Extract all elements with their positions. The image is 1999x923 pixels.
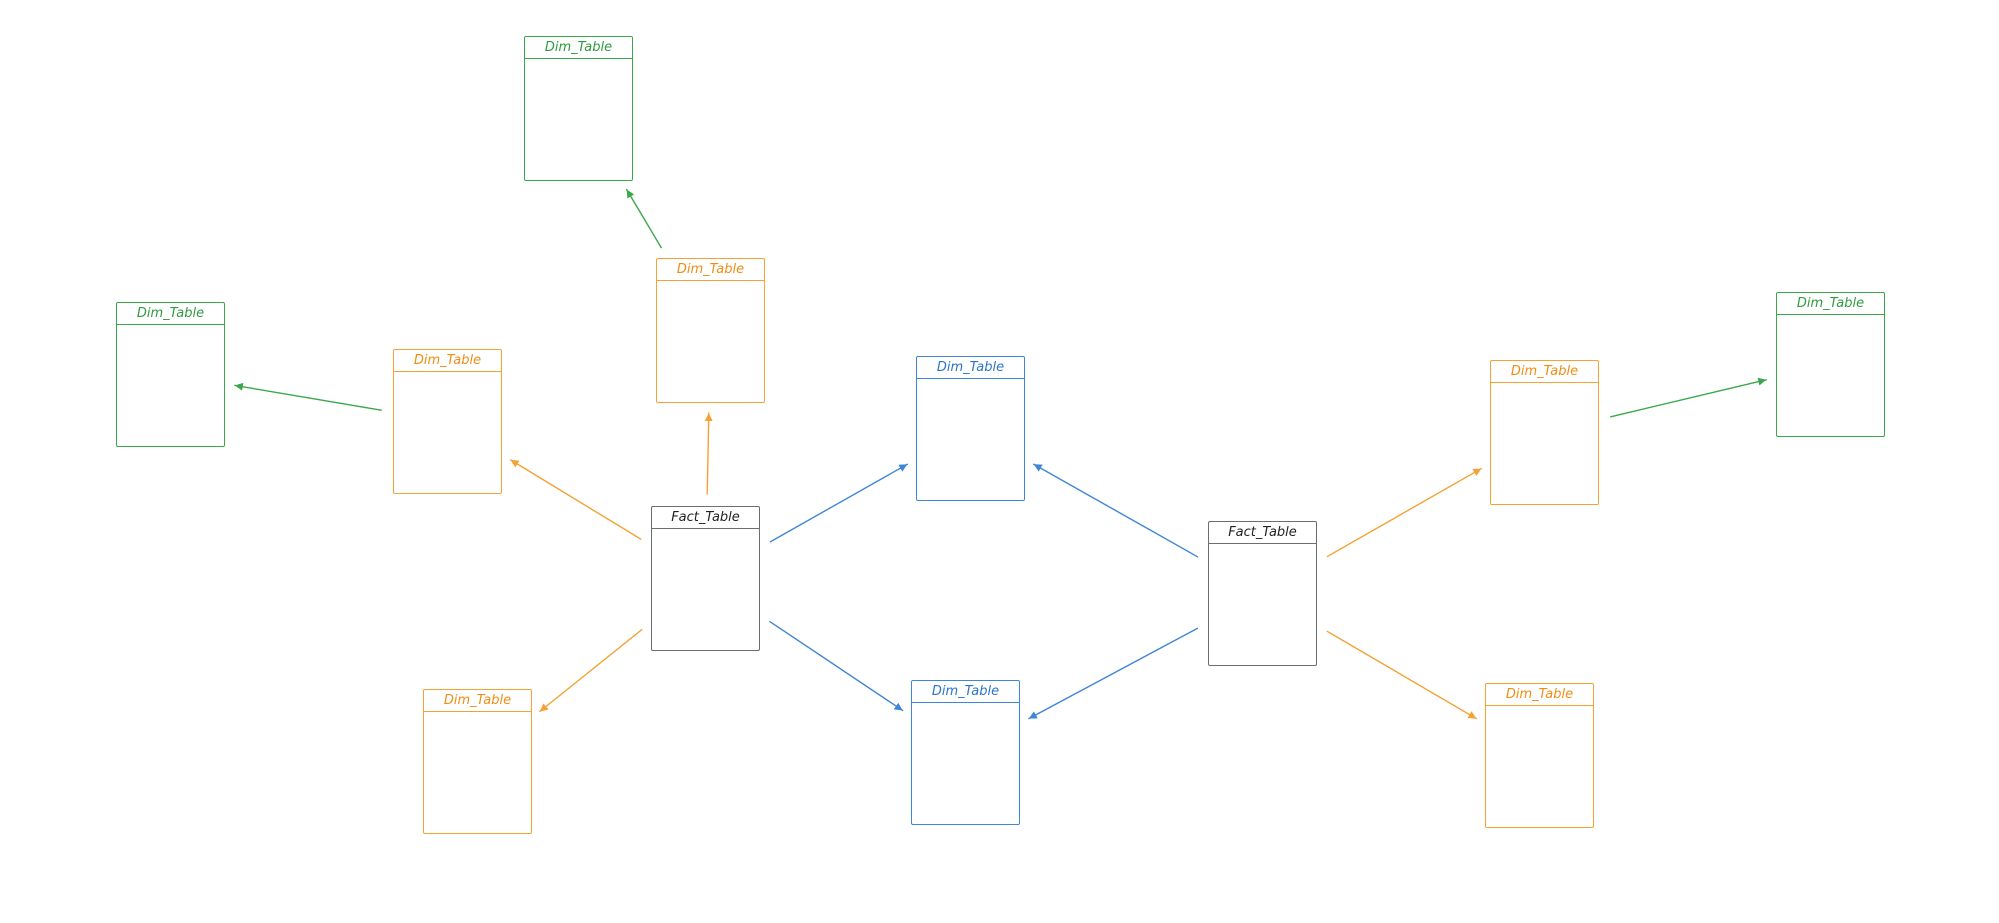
relation-arrow-t7-to-t5[interactable] [1033,463,1199,558]
dim-table-left-orange[interactable]: Dim_Table [393,349,502,494]
dim-table-center-blue-bottom[interactable]: Dim_Table [911,680,1020,825]
table-title: Dim_Table [394,350,501,372]
relation-arrow-t6-to-t11[interactable] [769,620,904,712]
relation-arrow-t7-to-t8[interactable] [1326,467,1483,558]
table-title: Dim_Table [525,37,632,59]
table-title: Dim_Table [657,259,764,281]
table-title: Dim_Table [424,690,531,712]
table-title: Fact_Table [1209,522,1316,544]
dim-table-left-green[interactable]: Dim_Table [116,302,225,447]
relation-arrow-t6-to-t4[interactable] [509,459,642,540]
table-title: Dim_Table [1777,293,1884,315]
dim-table-right-green[interactable]: Dim_Table [1776,292,1885,437]
dim-table-bottom-left-orange[interactable]: Dim_Table [423,689,532,834]
relation-arrow-t6-to-t2[interactable] [704,412,713,495]
relation-arrow-t4-to-t3[interactable] [234,382,382,411]
relation-arrow-t8-to-t9[interactable] [1609,377,1767,418]
table-title: Dim_Table [912,681,1019,703]
dim-table-upper-orange[interactable]: Dim_Table [656,258,765,403]
dim-table-right-orange-top[interactable]: Dim_Table [1490,360,1599,505]
dim-table-bottom-right-orange[interactable]: Dim_Table [1485,683,1594,828]
table-title: Dim_Table [117,303,224,325]
table-title: Dim_Table [1486,684,1593,706]
table-title: Dim_Table [917,357,1024,379]
relation-arrow-t7-to-t12[interactable] [1326,630,1478,720]
relation-arrow-t7-to-t11[interactable] [1028,627,1199,720]
relation-arrow-t6-to-t10[interactable] [539,629,643,713]
dim-table-center-blue-top[interactable]: Dim_Table [916,356,1025,501]
dim-table-top-green[interactable]: Dim_Table [524,36,633,181]
fact-table-left[interactable]: Fact_Table [651,506,760,651]
fact-table-right[interactable]: Fact_Table [1208,521,1317,666]
table-title: Dim_Table [1491,361,1598,383]
table-title: Fact_Table [652,507,759,529]
relation-arrow-t6-to-t5[interactable] [769,463,908,543]
relation-arrow-t2-to-t1[interactable] [626,188,662,249]
